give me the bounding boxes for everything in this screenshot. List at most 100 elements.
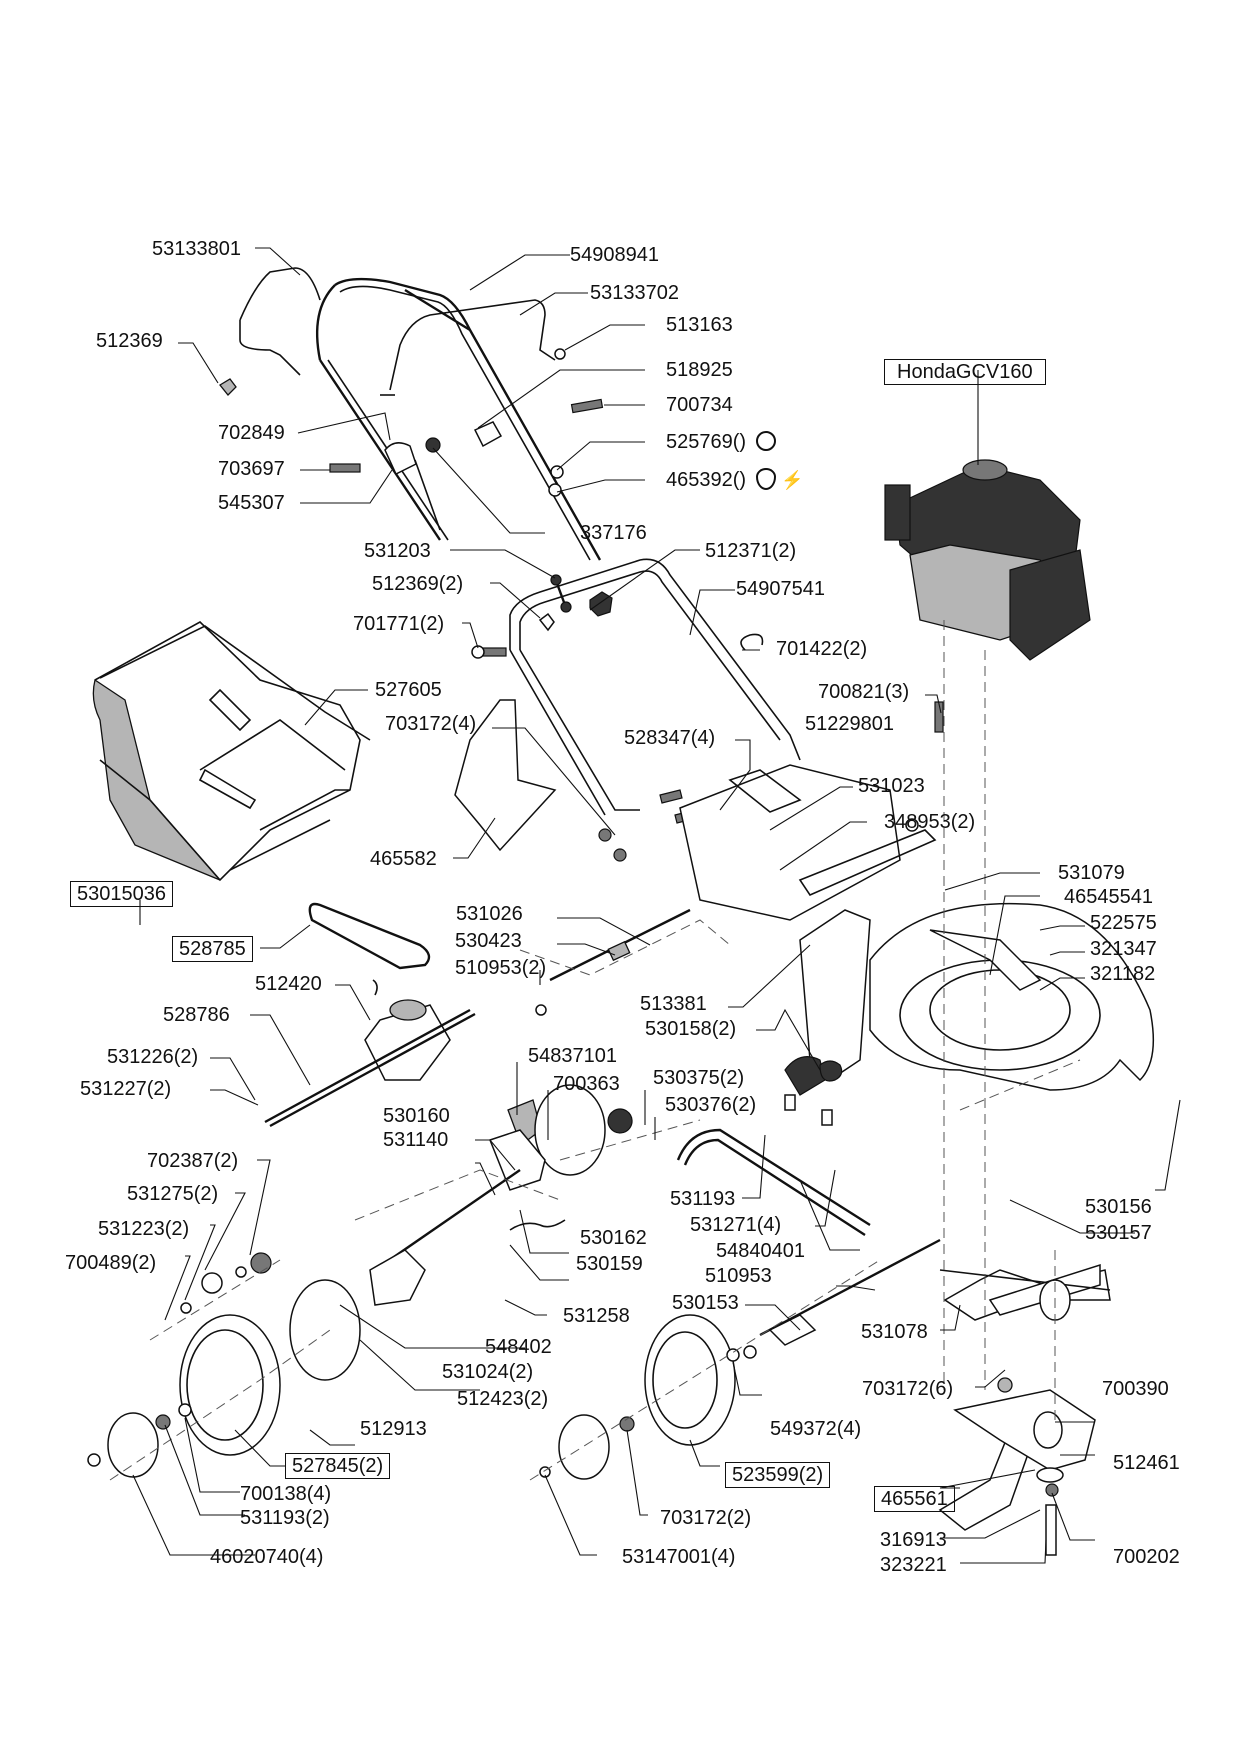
part-label: 53147001(4) (622, 1546, 736, 1568)
part-label: 702849 (218, 422, 285, 444)
part-label: 513163 (666, 314, 733, 336)
handle-bar-53133702 (380, 299, 556, 396)
hardware-upper (219, 348, 604, 531)
part-label: 700489(2) (65, 1252, 157, 1274)
part-label-with-icon: 465392() ⚡ (666, 467, 804, 492)
part-label: 513381 (640, 993, 707, 1015)
part-label: 53133801 (152, 238, 241, 260)
part-label: 531078 (861, 1321, 928, 1343)
part-label: 530376(2) (665, 1094, 757, 1116)
engine-start-icon (755, 467, 776, 490)
part-label-with-icon: 525769() (666, 430, 776, 453)
rear-flap (454, 699, 557, 852)
part-label: 528786 (163, 1004, 230, 1026)
part-label: 530153 (672, 1292, 739, 1314)
part-label: 531193(2) (240, 1507, 330, 1529)
part-label: 53133702 (590, 282, 679, 304)
rear-wheel-assembly (87, 1252, 361, 1478)
part-label: 531140 (383, 1129, 449, 1151)
part-label: 701771(2) (353, 613, 445, 635)
part-label: 512420 (255, 973, 322, 995)
part-label: 321347 (1090, 938, 1157, 960)
part-label: 549372(4) (770, 1418, 862, 1440)
part-label: 530375(2) (653, 1067, 745, 1089)
engine (884, 459, 1091, 661)
part-number: 465392() (666, 469, 747, 491)
front-wheel-assembly (539, 1314, 757, 1480)
part-label: 54840401 (716, 1240, 805, 1262)
part-label: 512913 (360, 1418, 427, 1440)
grass-catcher (92, 621, 371, 882)
part-label: 530423 (455, 930, 522, 952)
part-label: 530158(2) (645, 1018, 737, 1040)
part-label: 531203 (364, 540, 431, 562)
part-label: 54837101 (528, 1045, 617, 1067)
part-label: 531223(2) (98, 1218, 190, 1240)
part-label: 531079 (1058, 862, 1125, 884)
transmission (264, 979, 476, 1128)
assembly-label-belt: 528785 (172, 936, 253, 962)
part-label: 528347(4) (624, 727, 716, 749)
part-label: 531227(2) (80, 1078, 172, 1100)
part-label: 518925 (666, 359, 733, 381)
mulch-plug (784, 1056, 826, 1096)
mower-deck (798, 829, 1155, 1091)
part-label: 700138(4) (240, 1483, 332, 1505)
assembly-label-blade: 465561 (874, 1486, 955, 1512)
part-label: 512369 (96, 330, 163, 352)
part-label: 703172(6) (862, 1378, 954, 1400)
part-label: 531024(2) (442, 1361, 534, 1383)
lightning-icon: ⚡ (781, 470, 804, 490)
recoil-start-icon (755, 430, 776, 451)
part-label: 703697 (218, 458, 285, 480)
drive-belt (308, 902, 431, 970)
part-label: 548402 (485, 1336, 552, 1358)
part-label: 530156 (1085, 1196, 1152, 1218)
part-label: 530157 (1085, 1222, 1152, 1244)
engine-model-label: HondaGCV160 (884, 359, 1046, 385)
part-label: 700363 (553, 1073, 620, 1095)
part-label: 531226(2) (107, 1046, 199, 1068)
part-label: 700202 (1113, 1546, 1180, 1568)
part-label: 512371(2) (705, 540, 797, 562)
part-label: 703172(4) (385, 713, 477, 735)
part-label: 531023 (858, 775, 925, 797)
part-label: 545307 (218, 492, 285, 514)
part-label: 337176 (580, 522, 647, 544)
part-label: 510953(2) (455, 957, 547, 979)
part-label: 348953(2) (884, 811, 976, 833)
upper-handle (315, 277, 602, 561)
part-label: 700390 (1102, 1378, 1169, 1400)
part-label: 512423(2) (457, 1388, 549, 1410)
part-label: 531275(2) (127, 1183, 219, 1205)
assembly-lines (109, 620, 1081, 1481)
part-label: 512369(2) (372, 573, 464, 595)
part-label: 522575 (1090, 912, 1157, 934)
part-label: 512461 (1113, 1452, 1180, 1474)
part-label: 703172(2) (660, 1507, 752, 1529)
part-label: 46020740(4) (210, 1546, 324, 1568)
assembly-label-rear-wheel: 527845(2) (285, 1453, 391, 1479)
assembly-label-grass-catcher: 53015036 (70, 881, 173, 907)
deck-cover (679, 764, 919, 921)
part-label: 321182 (1090, 963, 1156, 985)
part-label: 530159 (576, 1253, 643, 1275)
part-label: 54908941 (570, 244, 659, 266)
height-adjust-rod (535, 908, 691, 1016)
part-label: 510953 (705, 1265, 772, 1287)
part-label: 531193 (670, 1188, 736, 1210)
part-label: 323221 (880, 1554, 947, 1576)
part-label: 527605 (375, 679, 442, 701)
rear-height-lever (369, 1084, 633, 1306)
part-label: 701422(2) (776, 638, 868, 660)
part-label: 700734 (666, 394, 733, 416)
part-label: 700821(3) (818, 681, 910, 703)
part-label: 54907541 (736, 578, 825, 600)
part-label: 51229801 (805, 713, 894, 735)
part-label: 465582 (370, 848, 437, 870)
part-label: 531258 (563, 1305, 630, 1327)
part-number: 525769() (666, 431, 747, 453)
blade-assembly (938, 1263, 1111, 1556)
assembly-label-front-wheel: 523599(2) (725, 1462, 831, 1488)
